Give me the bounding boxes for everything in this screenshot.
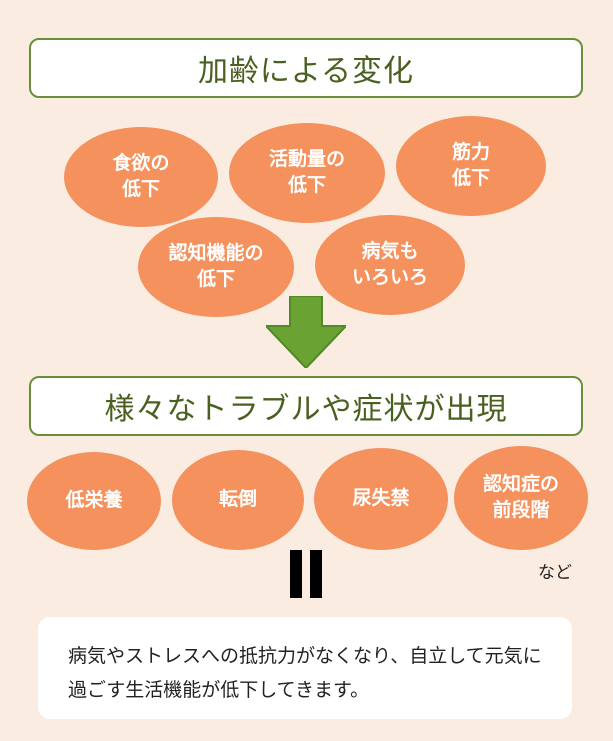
- troubles-title: 様々なトラブルや症状が出現: [29, 376, 583, 436]
- etc-label: など: [538, 563, 572, 583]
- change-oval-cognitive: 認知機能の 低下: [138, 217, 294, 317]
- trouble-oval-malnutrition: 低栄養: [27, 452, 161, 550]
- change-oval-activity: 活動量の 低下: [229, 123, 385, 223]
- down-arrow-icon: [266, 296, 346, 368]
- trouble-oval-dementia-prestage: 認知症の 前段階: [454, 446, 588, 550]
- summary-text: 病気やストレスへの抵抗力がなくなり、自立して元気に過ごす生活機能が低下してきます…: [68, 645, 542, 701]
- trouble-oval-incontinence: 尿失禁: [314, 448, 448, 550]
- aging-changes-title: 加齢による変化: [29, 38, 583, 98]
- change-oval-illness: 病気も いろいろ: [315, 215, 465, 315]
- trouble-oval-fall: 転倒: [172, 450, 304, 550]
- change-oval-appetite: 食欲の 低下: [64, 127, 218, 227]
- summary-box: 病気やストレスへの抵抗力がなくなり、自立して元気に過ごす生活機能が低下してきます…: [38, 617, 572, 719]
- equals-icon: [290, 550, 322, 598]
- change-oval-muscle: 筋力 低下: [396, 116, 546, 216]
